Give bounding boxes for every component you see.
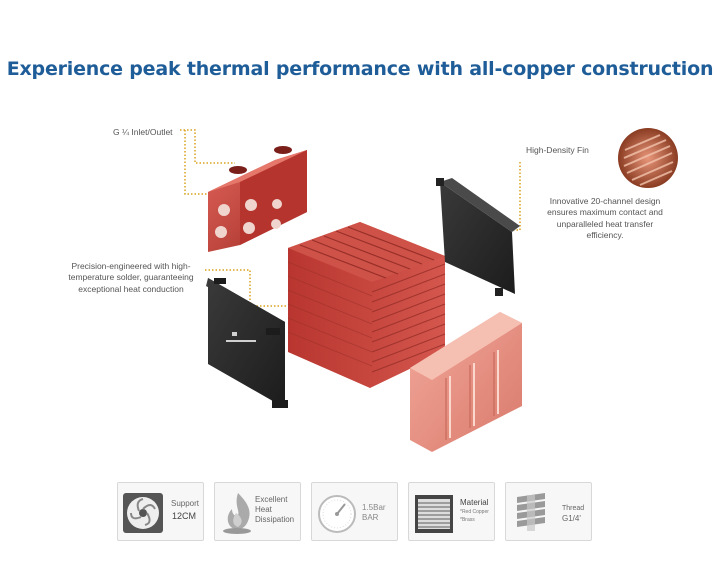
channel-design-description: Innovative 20-channel design ensures max… <box>547 196 663 241</box>
material-brass: *Brass <box>460 517 475 523</box>
fin-stack <box>287 222 446 388</box>
right-bracket-plate <box>436 178 520 296</box>
heat-dissipation-label: Excellent Heat Dissipation <box>255 495 295 524</box>
badge-heat-dissipation: Excellent Heat Dissipation <box>214 482 301 541</box>
thread-size-value: G1/4' <box>562 514 581 523</box>
badge-material: Material *Red Copper *Brass <box>408 482 495 541</box>
left-end-plate <box>206 278 288 408</box>
leader-fin <box>498 162 521 231</box>
badge-fan-support: Support 12CM <box>117 482 204 541</box>
fin-detail-icon <box>618 128 678 188</box>
leader-solder <box>205 269 298 307</box>
solder-description: Precision-engineered with high-temperatu… <box>68 261 194 294</box>
material-red-copper: *Red Copper <box>460 509 489 515</box>
leader-inlet-2 <box>184 130 222 195</box>
inlet-outlet-block <box>208 146 307 252</box>
leader-inlet <box>180 129 235 164</box>
material-title: Material <box>460 498 489 507</box>
fan-size-value: 12CM <box>172 511 197 521</box>
radiator-grid-icon <box>415 495 453 533</box>
pressure-label: 1.5Bar BAR <box>362 503 386 522</box>
fan-icon <box>123 493 163 533</box>
copper-base-plate <box>410 312 522 452</box>
gauge-icon <box>318 495 356 533</box>
plate-logo-icon <box>226 332 256 342</box>
feature-badges: Support 12CM Excellent Heat Dissipation … <box>117 482 592 541</box>
badge-thread: Thread G1/4' <box>505 482 592 541</box>
badge-pressure: 1.5Bar BAR <box>311 482 398 541</box>
thread-label: Thread <box>562 505 585 512</box>
page-headline: Experience peak thermal performance with… <box>6 58 714 80</box>
fan-support-label: Support <box>171 499 200 508</box>
high-density-fin-label: High-Density Fin <box>526 145 589 155</box>
thread-icon <box>517 493 545 531</box>
inlet-outlet-label: G ¼ Inlet/Outlet <box>113 127 173 137</box>
flame-icon <box>223 493 251 534</box>
